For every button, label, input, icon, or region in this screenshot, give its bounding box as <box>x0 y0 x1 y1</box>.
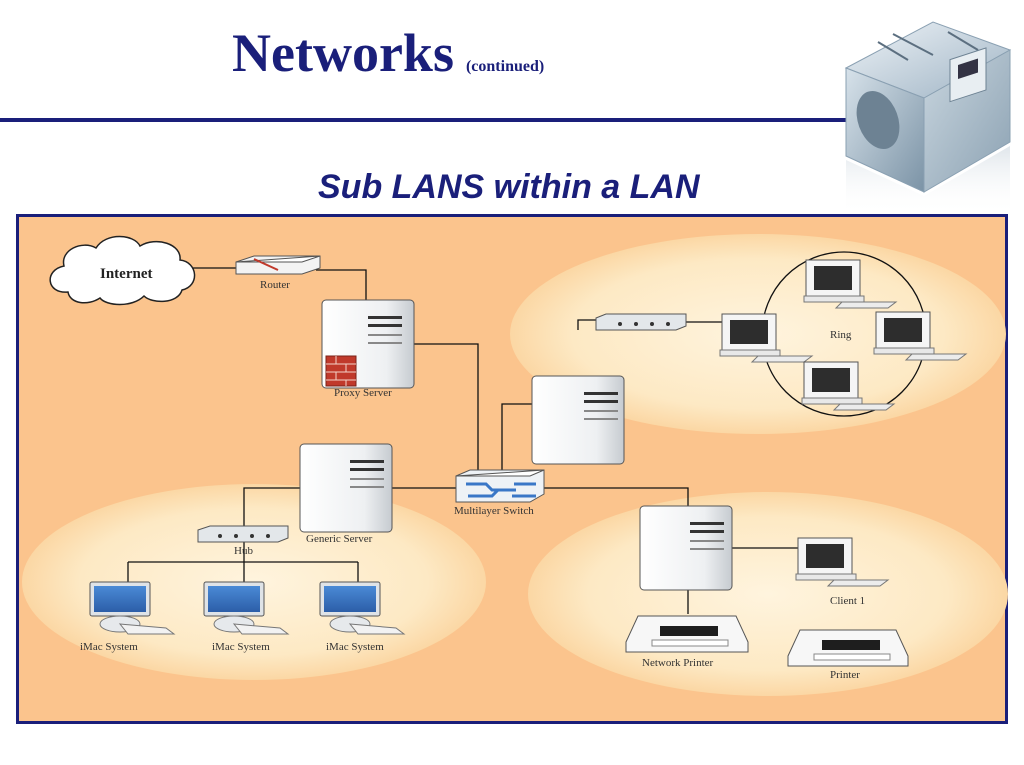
internet-label: Internet <box>100 266 153 282</box>
client-1-icon <box>795 537 890 587</box>
connection-lines <box>127 267 798 614</box>
lan-area-printers <box>528 492 1008 696</box>
proxy-server-icon <box>321 299 415 389</box>
router-icon <box>235 255 321 275</box>
imac-system-2-icon <box>203 581 290 635</box>
network-diagram: Internet Router Proxy Server <box>16 214 1008 724</box>
ring-label: Ring <box>830 329 852 341</box>
ring-pc-top-icon <box>803 259 898 309</box>
internet-cloud-icon <box>49 235 196 306</box>
imac-system-3-label: iMac System <box>326 641 384 653</box>
slide-heading: Sub LANS within a LAN <box>318 168 700 206</box>
slide-title-wrap: Networks (continued) <box>232 22 544 84</box>
ring-server-icon <box>531 375 625 465</box>
imac-system-1-label: iMac System <box>80 641 138 653</box>
ring-switch-icon <box>595 313 687 331</box>
printer-lan-server-icon <box>639 505 733 591</box>
hub-label: Hub <box>234 545 253 557</box>
hub-icon <box>197 525 289 543</box>
client-1-label: Client 1 <box>830 595 865 607</box>
ring-pc-right-icon <box>873 311 968 361</box>
imac-system-1-icon <box>89 581 176 635</box>
slide-title-suffix: (continued) <box>465 58 545 75</box>
printer-label: Printer <box>830 669 860 681</box>
slide-title: Networks <box>232 23 454 83</box>
imac-system-2-label: iMac System <box>212 641 270 653</box>
printer-icon <box>787 629 909 667</box>
generic-server-icon <box>299 443 393 533</box>
multilayer-switch-label: Multilayer Switch <box>454 505 534 517</box>
router-label: Router <box>260 279 290 291</box>
ring-pc-bottom-icon <box>801 361 896 411</box>
network-printer-label: Network Printer <box>642 657 714 669</box>
title-rule <box>0 118 860 122</box>
network-cube-logo <box>844 21 1012 215</box>
imac-system-3-icon <box>319 581 406 635</box>
proxy-server-label: Proxy Server <box>334 387 392 399</box>
ring-pc-left-icon <box>719 313 814 363</box>
network-printer-icon <box>625 615 749 653</box>
multilayer-switch-icon <box>455 469 545 503</box>
generic-server-label: Generic Server <box>306 533 373 545</box>
